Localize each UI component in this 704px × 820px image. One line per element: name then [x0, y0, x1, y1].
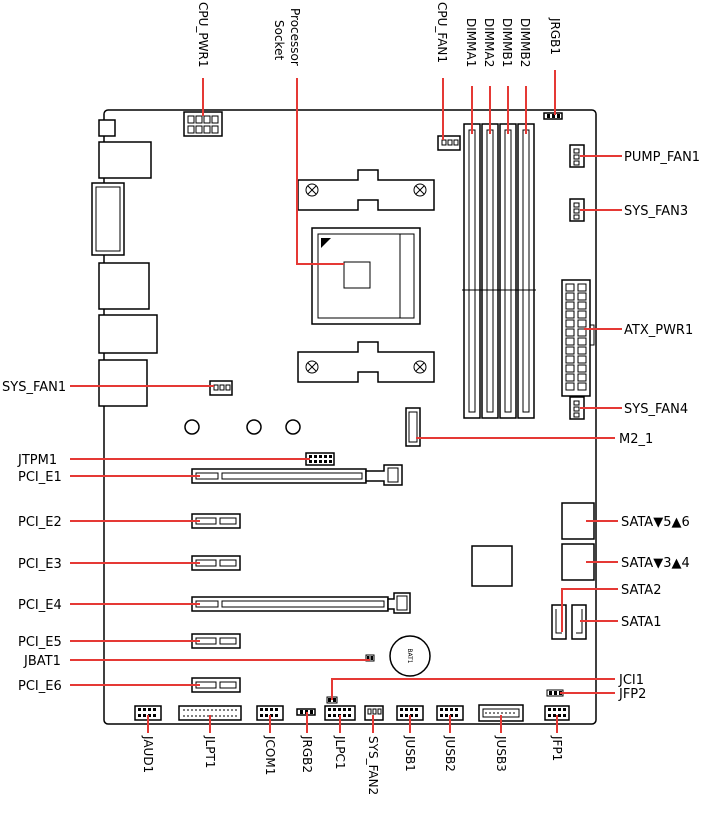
label-pci-e3: PCI_E3: [18, 557, 62, 572]
label-sys-fan1: SYS_FAN1: [2, 380, 66, 395]
label-dimma1: DIMMA1: [464, 18, 478, 67]
label-pci-e2: PCI_E2: [18, 515, 62, 530]
sata1-connector: [571, 604, 587, 640]
bat1-label: BAT1: [406, 648, 413, 663]
top-labels: CPU_PWR1 Processor Socket CPU_FAN1 DIMMA…: [196, 2, 562, 67]
label-jaud1: JAUD1: [141, 735, 155, 773]
atx-pwr1-connector: [561, 279, 595, 397]
cpu-retention-bracket-bottom: [297, 341, 435, 383]
board-outline: [103, 109, 597, 725]
mounting-holes: [184, 419, 301, 435]
label-jusb1: JUSB1: [403, 735, 417, 772]
label-dimma2: DIMMA2: [482, 18, 496, 67]
jrgb1-header: [543, 112, 563, 120]
jfp1-header: [544, 705, 570, 721]
label-sata56: SATA▼5▲6: [621, 515, 690, 530]
label-jtpm1: JTPM1: [17, 453, 57, 468]
leader-lines: [70, 70, 622, 733]
label-dimmb1: DIMMB1: [500, 18, 514, 67]
label-jusb3: JUSB3: [494, 735, 508, 772]
leader-processor-socket: [296, 78, 344, 265]
sata2-connector: [551, 604, 567, 640]
label-m2-1: M2_1: [619, 432, 653, 447]
label-sata1: SATA1: [621, 615, 661, 630]
label-jcom1: JCOM1: [263, 735, 277, 775]
label-jlpt1: JLPT1: [203, 735, 217, 768]
pci-e1-slot: [191, 464, 403, 486]
jtpm1-header: [305, 452, 335, 466]
jlpt1-header: [178, 705, 242, 721]
label-atx-pwr1: ATX_PWR1: [624, 323, 693, 338]
left-labels: SYS_FAN1 JTPM1 PCI_E1 PCI_E2 PCI_E3 PCI_…: [2, 380, 66, 694]
label-cpu-fan1: CPU_FAN1: [435, 2, 449, 63]
cpu-fan1-header: [437, 135, 461, 151]
label-jlpc1: JLPC1: [333, 735, 347, 769]
label-jrgb2: JRGB2: [300, 735, 314, 773]
label-sata34: SATA▼3▲4: [621, 556, 690, 571]
label-sys-fan2: SYS_FAN2: [366, 736, 380, 795]
bottom-labels: JAUD1 JLPT1 JCOM1 JRGB2 JLPC1 SYS_FAN2 J…: [141, 735, 564, 795]
label-sata2: SATA2: [621, 583, 661, 598]
right-labels: PUMP_FAN1 SYS_FAN3 ATX_PWR1 SYS_FAN4 M2_…: [618, 150, 700, 702]
label-pci-e4: PCI_E4: [18, 598, 62, 613]
jcom1-header: [256, 705, 284, 721]
label-jusb2: JUSB2: [443, 735, 457, 772]
processor-socket: [311, 227, 421, 325]
label-processor-socket-line1: Processor: [288, 8, 302, 66]
label-sys-fan4: SYS_FAN4: [624, 402, 688, 417]
pci-e4-slot: [191, 592, 411, 614]
label-jrgb1: JRGB1: [548, 17, 562, 55]
pci-e3-slot: [191, 555, 241, 571]
pci-e5-slot: [191, 633, 241, 649]
dimm-slots: [462, 123, 536, 419]
sys-fan3-header: [569, 198, 585, 222]
leader-jci1: [331, 678, 615, 700]
rear-io-panel: [91, 119, 158, 407]
label-jbat1: JBAT1: [23, 654, 61, 669]
label-cpu-pwr1: CPU_PWR1: [196, 2, 210, 67]
leader-sata2: [561, 588, 618, 632]
jusb1-header: [396, 705, 424, 721]
label-jfp2: JFP2: [618, 687, 646, 702]
label-pump-fan1: PUMP_FAN1: [624, 150, 700, 165]
label-pci-e1: PCI_E1: [18, 470, 62, 485]
sys-fan1-header: [209, 380, 233, 396]
label-jfp1: JFP1: [550, 735, 564, 761]
chipset: [471, 545, 513, 587]
bat1-battery: BAT1: [389, 635, 431, 677]
cpu-pwr1-connector: [183, 111, 223, 137]
m2-1-slot: [405, 407, 421, 447]
label-pci-e6: PCI_E6: [18, 679, 62, 694]
cpu-retention-bracket-top: [297, 169, 435, 211]
label-processor-socket-line2: Socket: [272, 20, 286, 60]
label-pci-e5: PCI_E5: [18, 635, 62, 650]
label-dimmb2: DIMMB2: [518, 18, 532, 67]
label-jci1: JCI1: [618, 673, 644, 688]
label-sys-fan3: SYS_FAN3: [624, 204, 688, 219]
